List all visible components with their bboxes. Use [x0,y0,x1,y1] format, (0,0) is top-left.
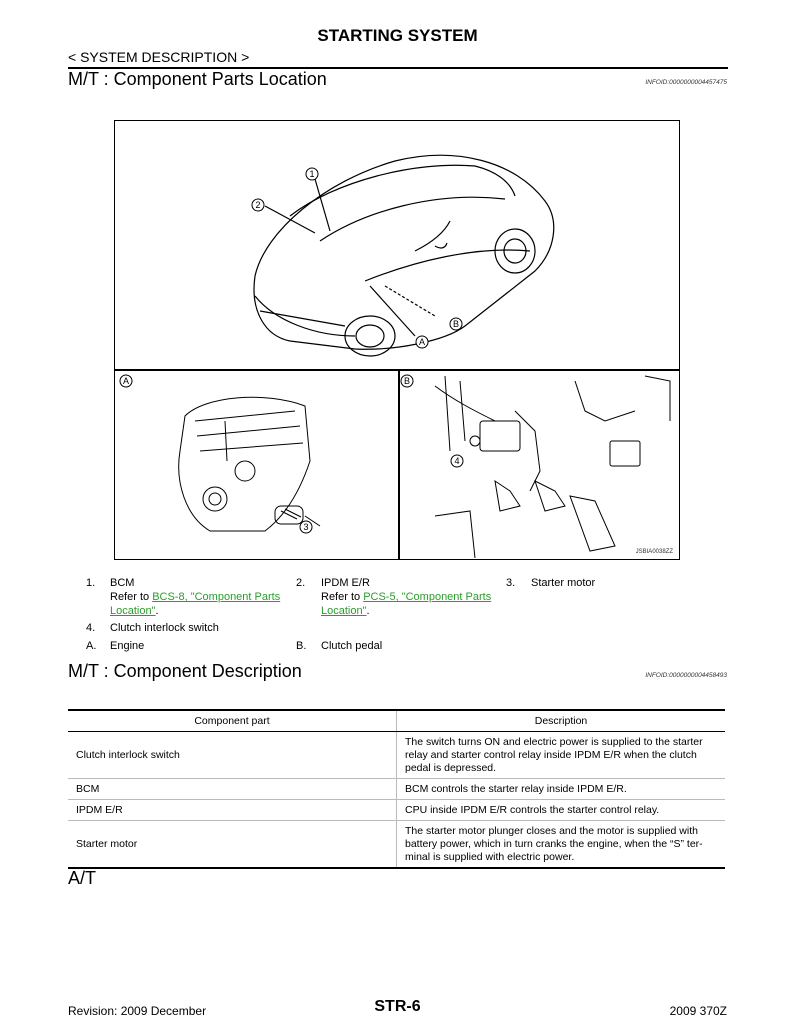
table-row: Clutch interlock switch The switch turns… [68,731,725,779]
figure-code: JSBIA0038ZZ [635,549,673,555]
table-row: Starter motor The starter motor plunger … [68,820,725,869]
header-rule [68,67,728,69]
page-title: STARTING SYSTEM [317,26,478,45]
legend-ref-2: Refer to PCS-5, "Component Parts [321,591,492,603]
cell-description: The switch turns ON and electric power i… [396,731,725,779]
callout-b-label: B [453,319,459,329]
link-pcs-5[interactable]: PCS-5, "Component Parts [363,591,492,603]
cell-part: BCM [68,778,397,800]
pedal-area-illustration [434,375,671,558]
engine-illustration [178,396,321,532]
section-heading-at: A/T [68,868,97,888]
footer-model: 2009 370Z [669,1004,727,1018]
callout-a-marker [415,335,429,349]
legend-view-b-name: Clutch pedal [321,640,383,652]
legend-name-3: Starter motor [531,577,596,589]
legend-view-b-letter: B. [296,640,307,652]
legend-ref-2-cont: Location". [321,605,370,617]
header-description: Description [396,709,725,732]
panel-b-label: B [404,376,410,386]
legend-num-1: 1. [86,577,96,589]
legend-name-2: IPDM E/R [321,577,370,589]
section-heading-component-description: M/T : Component Description [68,661,302,681]
link-bcs-8-cont[interactable]: Location" [110,605,156,617]
cell-description: CPU inside IPDM E/R controls the starter… [396,799,725,821]
vehicle-illustration: 1 2 A B A 3 [119,154,671,558]
figure-divider-vertical [398,369,400,559]
infoid-parts-location: INFOID:0000000004457475 [645,79,727,86]
callout-3-label: 3 [303,522,308,532]
cell-part: Clutch interlock switch [68,731,397,779]
component-location-figure: 1 2 A B A 3 [114,120,680,560]
callout-b-marker [449,317,463,331]
legend-name-4: Clutch interlock switch [110,622,219,634]
callout-2-marker [251,198,265,212]
legend-name-1: BCM [110,577,135,589]
callout-1-label: 1 [309,169,314,179]
legend-view-a-name: Engine [110,640,145,652]
legend-num-4: 4. [86,622,96,634]
legend-num-3: 3. [506,577,516,589]
cell-part: IPDM E/R [68,799,397,821]
legend-ref-1: Refer to BCS-8, "Component Parts [110,591,281,603]
legend-num-2: 2. [296,577,306,589]
legend-view-a-letter: A. [86,640,97,652]
table-row: IPDM E/R CPU inside IPDM E/R controls th… [68,799,725,821]
legend-ref-1-cont: Location". [110,605,159,617]
component-description-table: Component part Description Clutch interl… [68,709,725,869]
link-bcs-8[interactable]: BCS-8, "Component Parts [152,591,281,603]
cell-part: Starter motor [68,820,397,869]
figure-divider-horizontal [115,369,679,371]
link-pcs-5-cont[interactable]: Location" [321,605,367,617]
footer-revision: Revision: 2009 December [68,1004,207,1018]
infoid-component-description: INFOID:0000000004458493 [645,672,727,679]
section-heading-parts-location: M/T : Component Parts Location [68,69,327,89]
page-number: STR-6 [374,998,421,1015]
system-description-label: < SYSTEM DESCRIPTION > [68,49,250,65]
table-row: BCM BCM controls the starter relay insid… [68,778,725,800]
callout-a-label: A [419,337,425,347]
callout-1-marker [305,167,319,181]
cell-description: The starter motor plunger closes and the… [396,820,725,869]
cell-description: BCM controls the starter relay inside IP… [396,778,725,800]
callout-4-label: 4 [454,456,459,466]
header-component-part: Component part [68,709,397,732]
panel-a-label: A [123,376,129,386]
callout-2-label: 2 [255,200,260,210]
table-header-row: Component part Description [68,709,725,732]
